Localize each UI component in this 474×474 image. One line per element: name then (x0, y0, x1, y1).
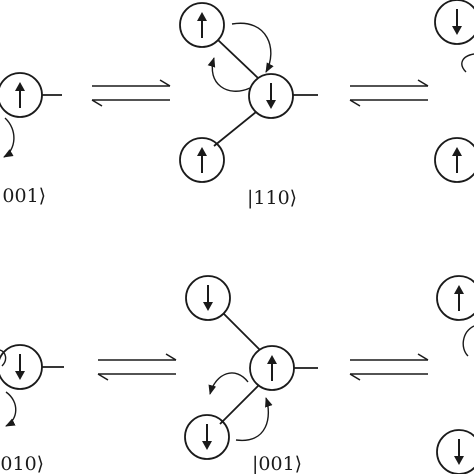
spin-up-arrowhead (267, 355, 277, 364)
state-top-middle: |110⟩ (179, 2, 318, 209)
state-bottom-left: |010⟩ (0, 344, 64, 474)
state-top-right (434, 0, 474, 183)
site-circle (179, 137, 225, 183)
spin-down-arrowhead (452, 26, 462, 35)
spin-up-arrowhead (452, 147, 462, 156)
equilibrium-arrows-top-right (349, 79, 429, 107)
hop-arrow (0, 349, 7, 367)
spin-arrow (202, 424, 212, 450)
bond-line (213, 111, 257, 147)
spin-arrow (454, 285, 464, 311)
spin-arrow (266, 83, 276, 109)
spin-arrow (454, 439, 464, 465)
spin-arrow (15, 82, 25, 108)
spin-up-arrowhead (197, 147, 207, 156)
hop-arrow (231, 22, 274, 73)
state-bottom-middle: |001⟩ (184, 275, 318, 474)
hop-arrow (207, 57, 251, 92)
spin-up-arrowhead (197, 12, 207, 21)
hop-arrow (235, 397, 273, 441)
spin-down-arrowhead (202, 441, 212, 450)
site-circle (436, 429, 474, 474)
site-circle (434, 137, 474, 183)
bond-line (217, 39, 259, 79)
site-circle (436, 275, 474, 321)
equilibrium-arrows-bottom-right (349, 353, 429, 381)
spin-up-arrowhead (454, 285, 464, 294)
site-circle (185, 275, 231, 321)
spin-arrow (15, 354, 25, 380)
spin-arrow (197, 12, 207, 38)
ket-label: |001⟩ (0, 185, 46, 207)
site-circle (184, 414, 230, 460)
hop-arrow (5, 391, 17, 427)
ket-label: |001⟩ (252, 453, 302, 474)
spin-arrow (267, 355, 277, 381)
spin-up-arrowhead (15, 82, 25, 91)
spin-down-arrowhead (266, 100, 276, 109)
spin-arrow (452, 147, 462, 173)
state-top-left: |001⟩ (0, 72, 62, 207)
site-circle (248, 73, 294, 119)
hop-arrow (462, 325, 474, 357)
spin-down-arrowhead (454, 456, 464, 465)
spin-arrow (197, 147, 207, 173)
spin-arrow (203, 285, 213, 311)
site-circle (249, 345, 295, 391)
spin-down-arrowhead (203, 302, 213, 311)
state-bottom-right (436, 275, 474, 474)
site-circle (179, 2, 225, 48)
hop-arrow (461, 53, 474, 73)
hop-arrow (3, 117, 15, 158)
spin-arrow (452, 9, 462, 35)
spin-down-arrowhead (15, 371, 25, 380)
bond-line (219, 385, 259, 425)
hop-arrow (208, 372, 249, 395)
site-circle (434, 0, 474, 45)
ket-label: |010⟩ (0, 453, 44, 474)
ket-label: |110⟩ (247, 187, 297, 209)
bond-line (223, 313, 261, 351)
equilibrium-arrows-bottom-left (97, 353, 177, 381)
equilibrium-arrows-top-left (91, 79, 171, 107)
